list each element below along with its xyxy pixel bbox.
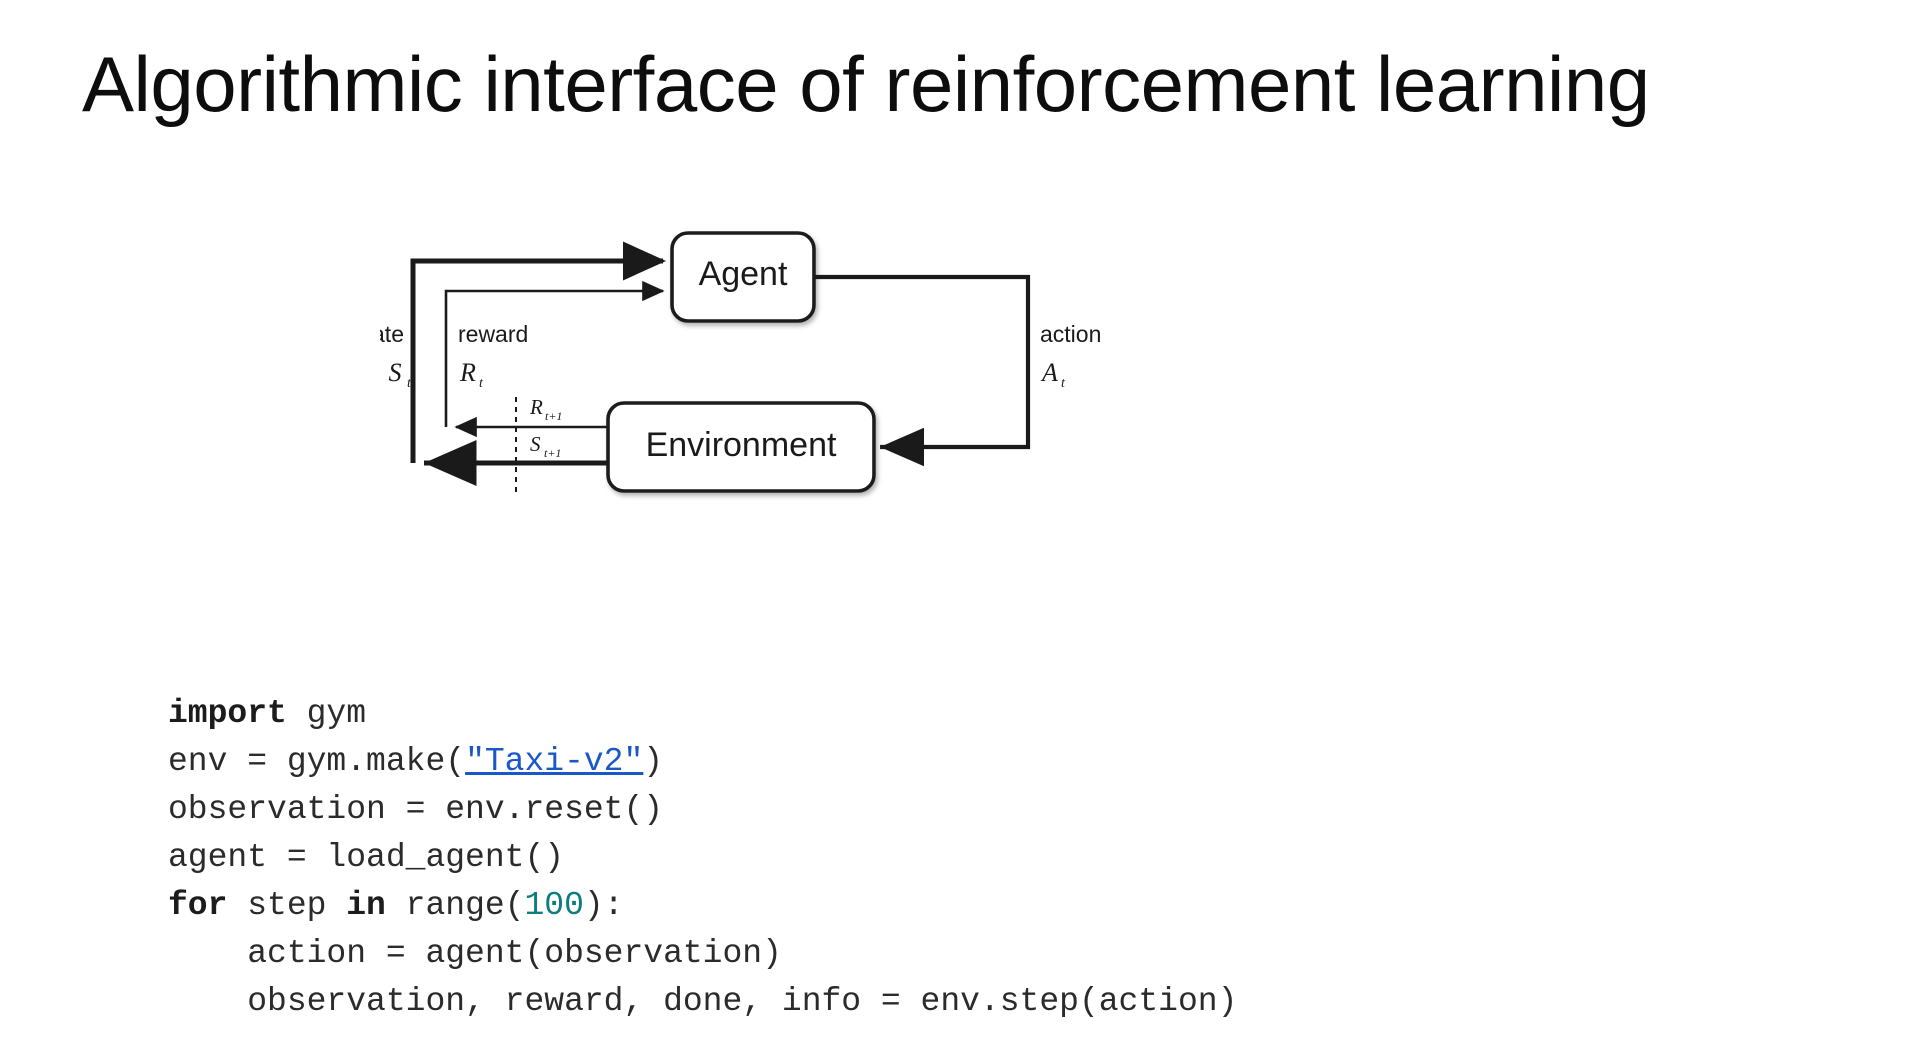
code-text: )	[643, 743, 664, 780]
next-state-label-symbol: S	[530, 432, 541, 456]
code-text: step	[227, 887, 347, 924]
code-text: range(	[385, 887, 525, 924]
code-text: observation = env.reset()	[168, 791, 664, 828]
code-line: agent = load_agent()	[168, 834, 1237, 882]
action-label-word: action	[1040, 321, 1101, 347]
state-label-symbol: S	[389, 358, 402, 387]
rl-diagram-svg: Agent Environment state S t	[380, 231, 1101, 495]
state-label-word: state	[380, 321, 404, 347]
next-reward-label-group: R t+1	[529, 395, 562, 423]
next-reward-label-symbol: R	[529, 395, 543, 419]
code-line: observation, reward, done, info = env.st…	[168, 978, 1237, 1026]
code-text: ):	[583, 887, 624, 924]
code-keyword: for	[168, 887, 228, 924]
next-state-label-subscript: t+1	[544, 446, 561, 460]
reward-label-group: reward R t	[458, 321, 528, 391]
reward-arrow-path	[444, 280, 665, 427]
code-keyword: in	[346, 887, 386, 924]
code-line: for step in range(100):	[168, 882, 1237, 930]
next-reward-label-subscript: t+1	[545, 409, 562, 423]
code-text: observation, reward, done, info = env.st…	[168, 983, 1238, 1020]
reward-label-word: reward	[458, 321, 528, 347]
code-keyword: import	[168, 695, 287, 732]
page-title: Algorithmic interface of reinforcement l…	[82, 40, 1650, 128]
rl-interaction-diagram: Agent Environment state S t	[380, 205, 1180, 535]
action-label-symbol: A	[1040, 358, 1058, 387]
environment-box: Environment	[606, 401, 876, 493]
next-state-label-group: S t+1	[530, 432, 561, 460]
reward-label-subscript: t	[479, 376, 484, 391]
state-label-subscript: t	[407, 376, 412, 391]
code-text: agent = load_agent()	[168, 839, 565, 876]
action-arrow-path	[814, 274, 1031, 467]
reward-label-symbol: R	[459, 358, 476, 387]
environment-box-label: Environment	[646, 426, 837, 464]
state-label-group: state S t	[380, 321, 412, 391]
code-text: action = agent(observation)	[168, 935, 782, 972]
action-label-group: action A t	[1040, 321, 1101, 391]
code-line: action = agent(observation)	[168, 930, 1237, 978]
code-line: env = gym.make("Taxi-v2")	[168, 738, 1237, 786]
agent-box-label: Agent	[699, 255, 788, 293]
code-line: observation = env.reset()	[168, 786, 1237, 834]
code-text: env = gym.make(	[168, 743, 466, 780]
code-line: import gym	[168, 690, 1237, 738]
agent-box: Agent	[670, 231, 816, 323]
state-arrow-path	[410, 241, 666, 463]
action-label-subscript: t	[1061, 376, 1066, 391]
code-number: 100	[524, 887, 584, 924]
code-link-taxi-v2[interactable]: "Taxi-v2"	[465, 743, 644, 780]
code-text: gym	[286, 695, 367, 732]
